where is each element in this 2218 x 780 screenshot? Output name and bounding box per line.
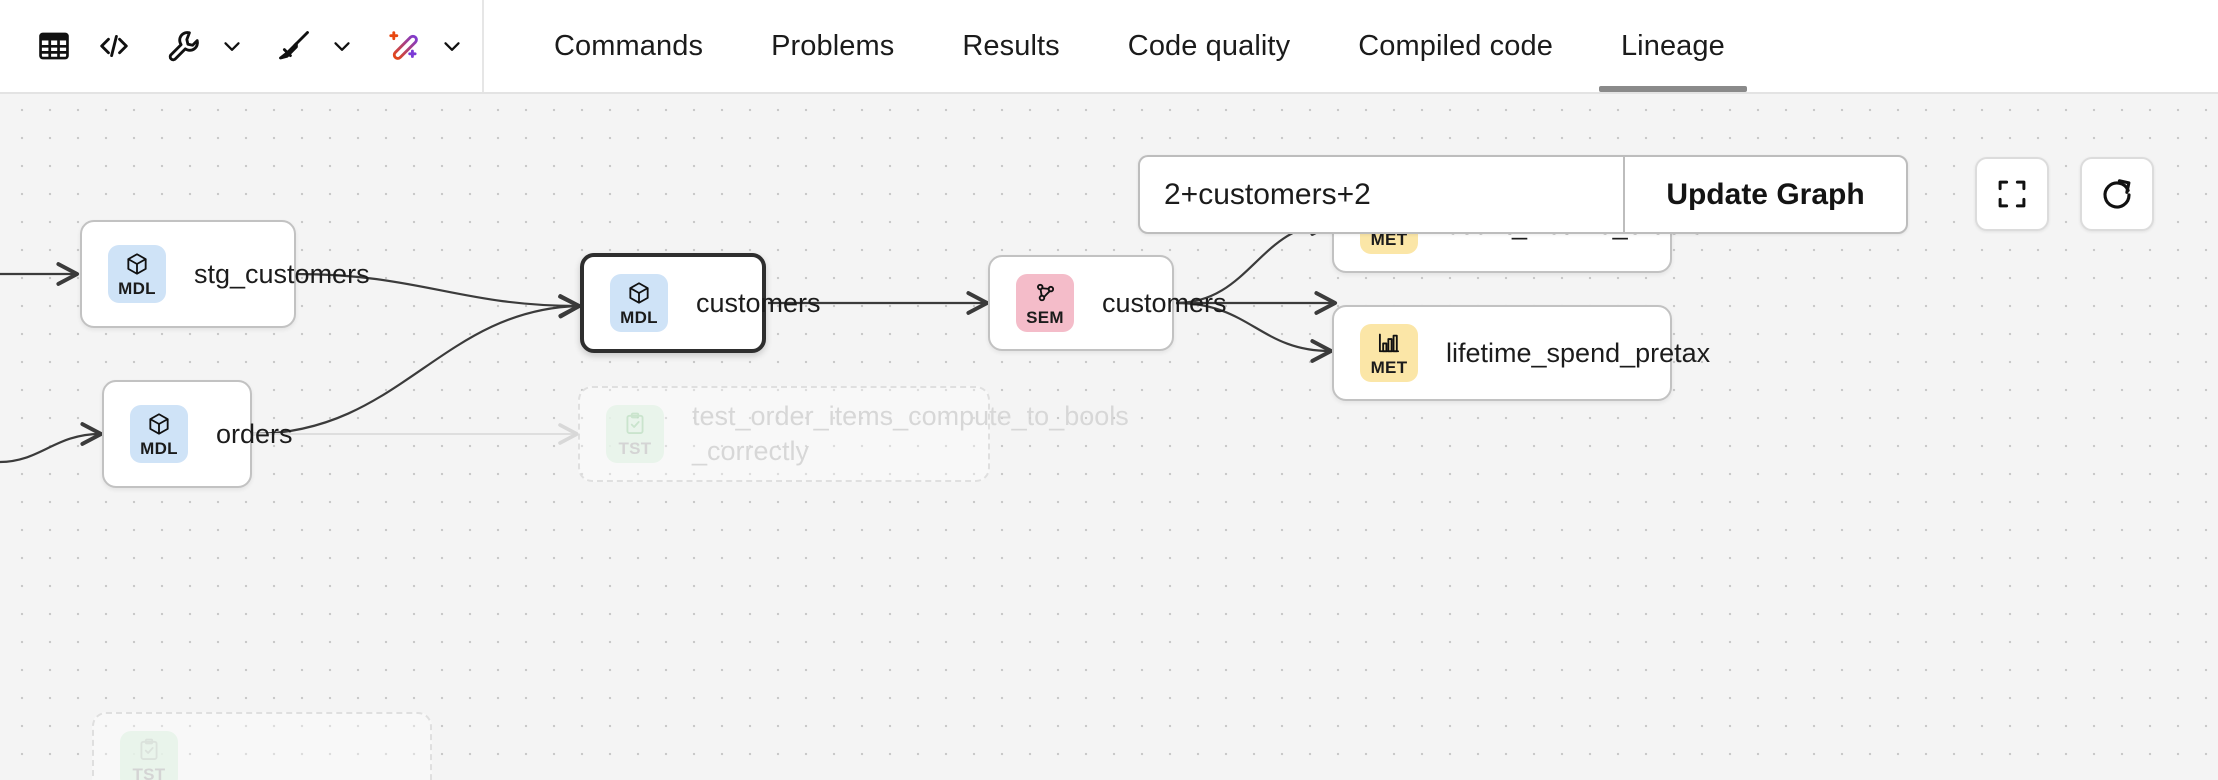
node-label: test_order_items_compute_to_bools _corre… <box>692 401 1129 466</box>
badge-label: SEM <box>1026 308 1064 327</box>
tab-code-quality[interactable]: Code quality <box>1127 29 1291 62</box>
node-type-badge-mdl: MDL <box>130 405 188 463</box>
chevron-down-icon[interactable] <box>432 18 472 74</box>
chevron-down-icon[interactable] <box>322 18 362 74</box>
lineage-node-customers-semantic[interactable]: SEM customers <box>988 255 1227 351</box>
node-type-badge-tst: TST <box>606 405 664 463</box>
editor-tool-group <box>0 0 484 92</box>
tab-commands[interactable]: Commands <box>554 29 704 62</box>
lineage-node-orders[interactable]: MDL orders <box>102 380 293 488</box>
fit-view-button[interactable] <box>1975 157 2049 231</box>
lineage-search-input[interactable] <box>1140 157 1623 232</box>
lineage-node-customers-model[interactable]: MDL customers <box>580 253 821 353</box>
refresh-icon <box>2103 179 2131 209</box>
lineage-node-stg-customers[interactable]: MDL stg_customers <box>80 220 370 328</box>
badge-label: TST <box>618 439 652 458</box>
badge-label: MET <box>1370 230 1408 249</box>
tools-menu[interactable] <box>156 18 252 74</box>
lineage-node-lifetime-spend-pretax[interactable]: MET lifetime_spend_pretax <box>1332 305 1710 401</box>
node-label: customers <box>696 287 821 318</box>
node-label: orders <box>216 418 293 449</box>
node-type-badge-tst: TST <box>120 731 178 780</box>
node-label: customers <box>1102 287 1227 318</box>
fullscreen-icon <box>1998 180 2026 208</box>
tab-compiled-code[interactable]: Compiled code <box>1358 29 1553 62</box>
tab-results[interactable]: Results <box>962 29 1060 62</box>
node-type-badge-mdl: MDL <box>108 245 166 303</box>
lineage-node-partial-bottom[interactable]: TST <box>92 712 432 780</box>
ai-assist-menu[interactable] <box>376 18 472 74</box>
badge-label: MDL <box>140 439 178 458</box>
editor-tabs: Commands Problems Results Code quality C… <box>520 0 1759 92</box>
edge-in-orders <box>0 422 104 464</box>
badge-label: MET <box>1370 358 1408 377</box>
edge-orders-to-customers <box>251 294 582 436</box>
chevron-down-icon[interactable] <box>212 18 252 74</box>
node-type-badge-met: MET <box>1360 324 1418 382</box>
code-view-icon[interactable] <box>86 18 142 74</box>
format-menu[interactable] <box>266 18 362 74</box>
refresh-button[interactable] <box>2080 157 2154 231</box>
badge-label: MDL <box>620 308 658 327</box>
wrench-icon[interactable] <box>156 18 212 74</box>
update-graph-button[interactable]: Update Graph <box>1623 157 1906 232</box>
magic-wand-icon[interactable] <box>376 18 432 74</box>
tab-lineage[interactable]: Lineage <box>1587 0 1759 92</box>
node-type-badge-sem: SEM <box>1016 274 1074 332</box>
node-label: lifetime_spend_pretax <box>1446 337 1711 368</box>
badge-label: TST <box>132 765 166 780</box>
node-label: stg_customers <box>194 258 370 289</box>
lineage-search-bar: Update Graph <box>1138 155 1908 234</box>
table-view-icon[interactable] <box>26 18 82 74</box>
tab-problems[interactable]: Problems <box>771 29 895 62</box>
badge-label: MDL <box>118 279 156 298</box>
lineage-node-test-order-items[interactable]: TST test_order_items_compute_to_bools _c… <box>578 386 1129 482</box>
top-toolbar: Commands Problems Results Code quality C… <box>0 0 2218 94</box>
node-type-badge-mdl: MDL <box>610 274 668 332</box>
broom-icon[interactable] <box>266 18 322 74</box>
